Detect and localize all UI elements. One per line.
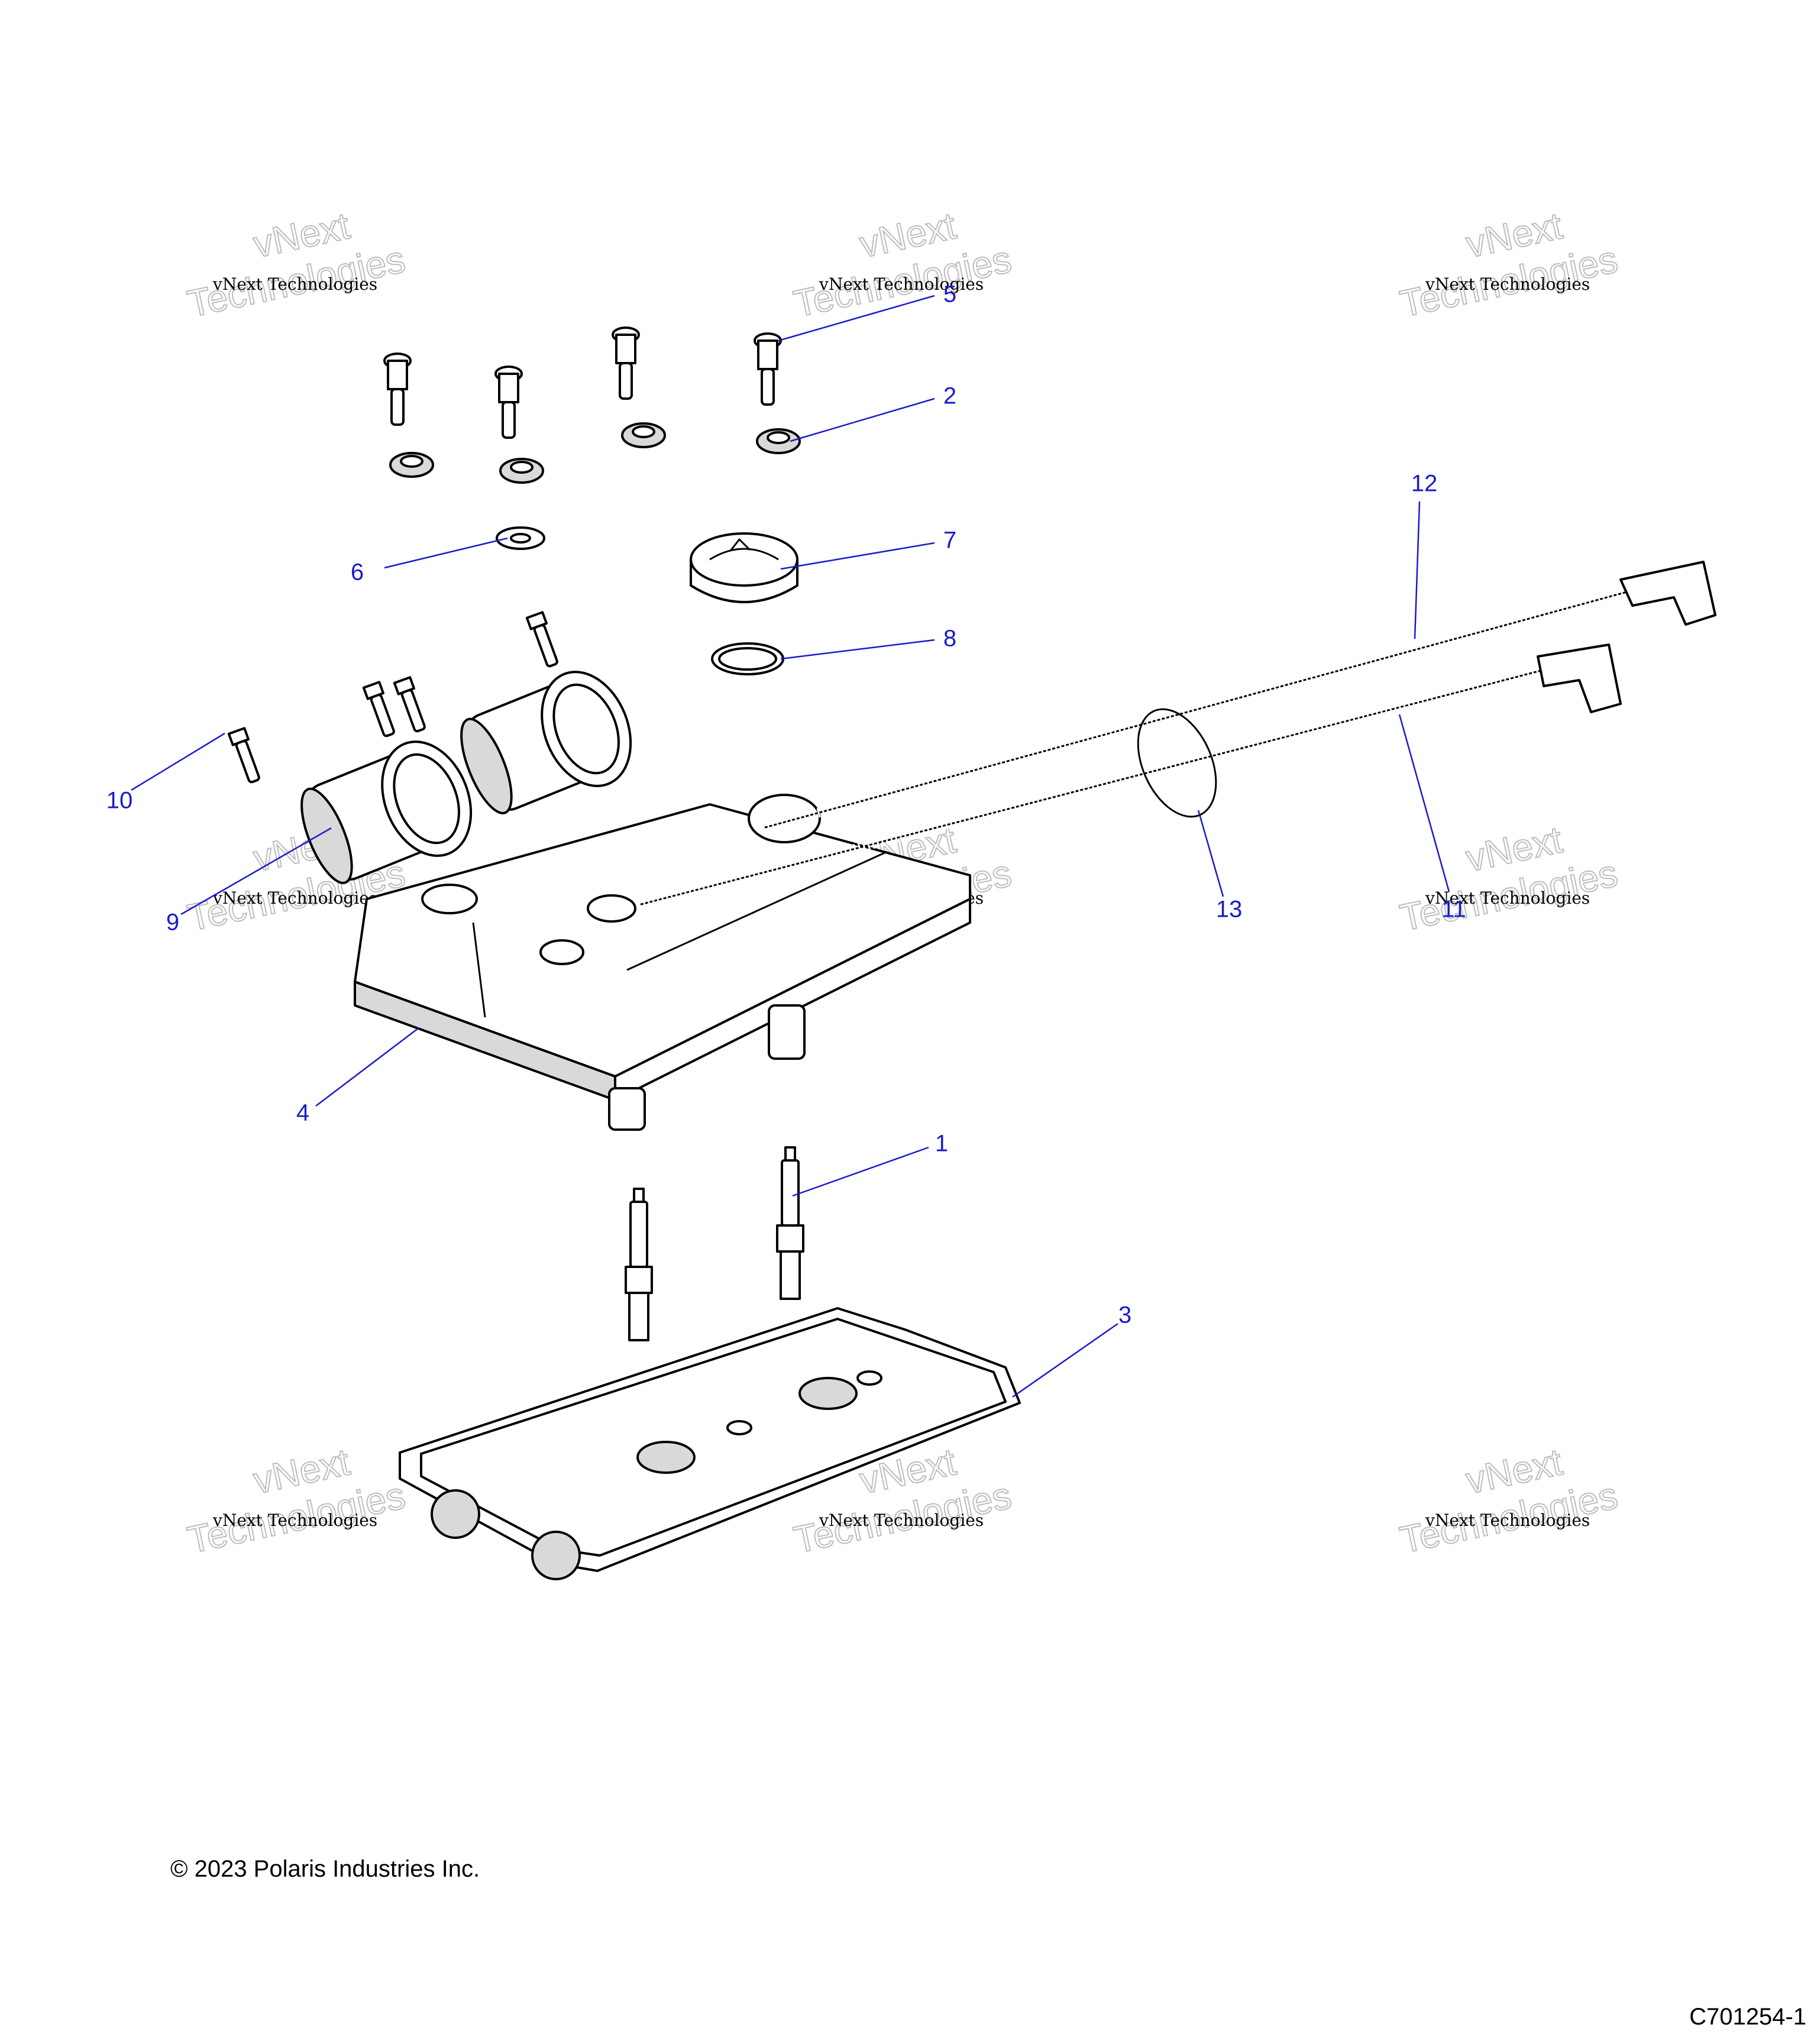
part-6-washer <box>496 526 545 550</box>
part-11-ignition-wire <box>637 643 1622 910</box>
callout-6: 6 <box>351 559 364 586</box>
callout-11: 11 <box>1441 897 1466 923</box>
part-9-intake-boots <box>300 671 632 884</box>
callout-8: 8 <box>943 626 956 652</box>
part-5-bolts <box>383 326 782 439</box>
watermark-small: vNext Technologies <box>819 274 984 294</box>
callout-1: 1 <box>935 1131 948 1157</box>
watermark-small: vNext Technologies <box>819 1511 984 1530</box>
callout-labels: 5 2 6 7 8 10 9 4 1 3 12 11 13 <box>106 282 1466 1328</box>
part-3-gasket <box>399 1307 1021 1580</box>
callout-7: 7 <box>943 528 956 554</box>
part-2-grommets <box>389 422 801 484</box>
callout-9: 9 <box>166 910 179 936</box>
watermark-small: vNext Technologies <box>1425 274 1590 294</box>
callout-12: 12 <box>1411 471 1438 497</box>
part-13-wire-clamp <box>1137 708 1217 818</box>
callout-13: 13 <box>1216 897 1243 923</box>
callout-4: 4 <box>296 1100 309 1126</box>
callout-2: 2 <box>943 383 956 409</box>
part-10-intake-bolts <box>227 611 558 784</box>
part-12-ignition-wire <box>761 561 1716 833</box>
drawing-number: C701254-1 <box>1689 2004 1806 2030</box>
callout-leaders <box>131 295 1450 1398</box>
callout-10: 10 <box>106 788 133 814</box>
part-1-spark-plugs <box>625 1146 804 1341</box>
part-4-valve-cover <box>354 794 971 1131</box>
copyright-notice: © 2023 Polaris Industries Inc. <box>170 1856 480 1882</box>
watermark-small: vNext Technologies <box>1425 1511 1590 1530</box>
part-8-o-ring <box>711 642 784 675</box>
callout-3: 3 <box>1118 1302 1131 1328</box>
part-7-filler-cap <box>690 532 798 603</box>
watermark-small: vNext Technologies <box>212 888 377 908</box>
watermark-small: vNext Technologies <box>212 1511 377 1530</box>
watermark-small: vNext Technologies <box>212 274 377 294</box>
watermark-small: vNext Technologies <box>1425 888 1590 908</box>
callout-5: 5 <box>943 282 956 308</box>
